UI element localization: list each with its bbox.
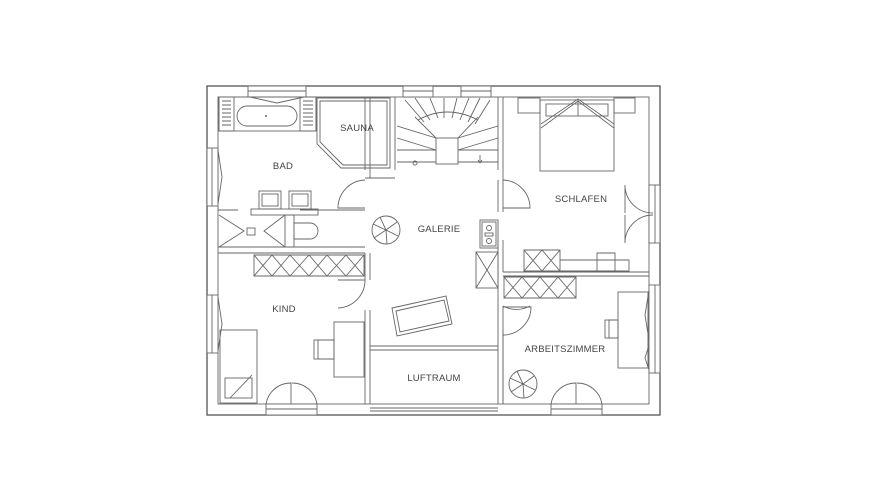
room-label-kind: KIND	[272, 304, 296, 315]
room-label-luftraum: LUFTRAUM	[407, 373, 460, 384]
room-label-galerie: GALERIE	[418, 224, 461, 235]
interior-walls	[218, 97, 649, 412]
windows	[206, 85, 661, 416]
kind-fixtures	[219, 254, 365, 404]
room-label-arbeitszimmer: ARBEITSZIMMER	[525, 344, 606, 355]
staircase	[396, 97, 499, 166]
arbeitszimmer-fixtures	[503, 276, 649, 399]
room-label-bad: BAD	[273, 161, 293, 172]
bedroom-fixtures	[517, 97, 636, 272]
outer-walls	[206, 85, 661, 416]
bathroom-fixtures	[218, 96, 319, 248]
sauna	[316, 97, 391, 169]
door-swings	[265, 184, 654, 405]
room-label-sauna: SAUNA	[340, 123, 374, 134]
room-label-schlafen: SCHLAFEN	[555, 194, 607, 205]
galerie-fixtures	[371, 215, 499, 337]
